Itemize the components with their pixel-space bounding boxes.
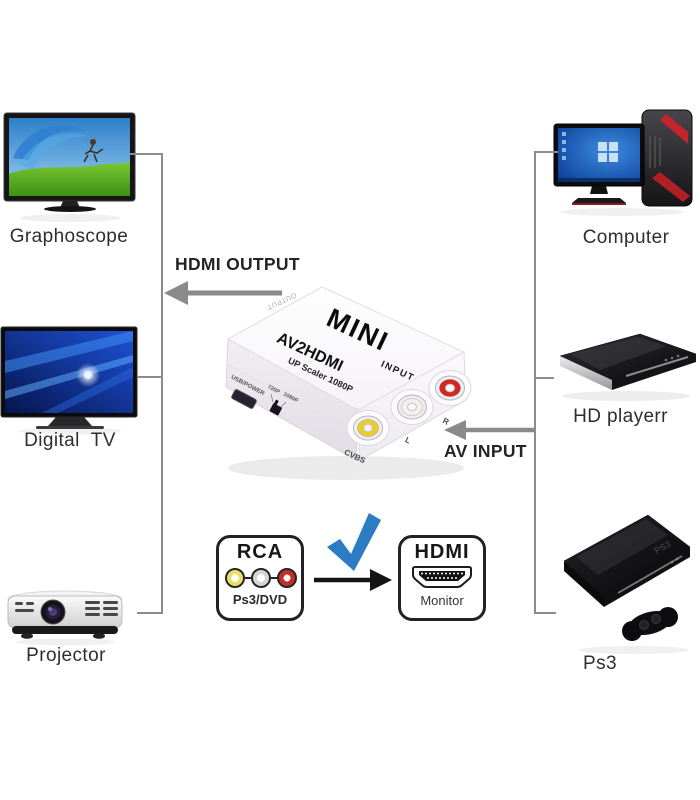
rca-legend-title: RCA [236, 541, 284, 563]
computer-label: Computer [582, 227, 670, 248]
left-bracket-line [161, 153, 163, 614]
rca-jack-right [428, 370, 472, 406]
flow-arrow [314, 569, 392, 591]
av-input-label: AV INPUT [444, 441, 527, 461]
hd-player-image [559, 333, 697, 401]
computer-image [553, 109, 693, 216]
hdmi-legend-title: HDMI [414, 541, 470, 563]
hdmi-output-arrow [164, 281, 282, 305]
ps3-image: PS3 [563, 514, 691, 654]
rca-legend-box: RCA Ps3/DVD [216, 535, 304, 621]
projector-label: Projector [26, 645, 106, 666]
ps3-label: Ps3 [583, 653, 617, 674]
hdmi-legend-subtitle: Monitor [420, 593, 464, 608]
jack-label-l: L [404, 435, 412, 445]
rca-jack-left [390, 389, 434, 425]
graphoscope-label: Graphoscope [9, 226, 129, 247]
hd-player-label: HD playerr [573, 406, 668, 427]
av-input-arrow [444, 420, 534, 440]
switch-label-720p: 720P [266, 384, 280, 395]
rca-dots [223, 567, 297, 589]
resolution-switch [269, 403, 282, 416]
hdmi-output-label: HDMI OUTPUT [175, 254, 300, 274]
hdmi-connector-icon [412, 566, 472, 588]
right-bracket-stub-top [534, 151, 558, 153]
checkmark-icon [327, 513, 381, 571]
left-bracket-stub-bottom [137, 612, 163, 614]
rca-dot-red [277, 568, 297, 588]
jack-label-r: R [441, 416, 450, 427]
rca-jack-cvbs [346, 410, 390, 446]
projector-image [7, 590, 123, 646]
rca-dot-yellow [225, 568, 245, 588]
right-bracket-line [534, 151, 536, 614]
rca-dot-white [251, 568, 271, 588]
usb-power-port [231, 389, 257, 409]
left-bracket-stub-mid [137, 376, 163, 378]
rca-legend-subtitle: Ps3/DVD [232, 592, 288, 607]
right-bracket-stub-bottom [534, 612, 556, 614]
digital-tv-label: Digital TV [24, 430, 116, 451]
hdmi-legend-box: HDMI Monitor [398, 535, 486, 621]
right-bracket-stub-mid [534, 377, 554, 379]
left-bracket-stub-top [130, 153, 163, 155]
ps3-controller [622, 607, 678, 641]
digital-tv-image [0, 326, 138, 435]
converter-device-image: OUTPUT MINI AV2HDMI UP Scaler 1080P INPU… [225, 286, 472, 480]
graphoscope-image [3, 112, 136, 222]
